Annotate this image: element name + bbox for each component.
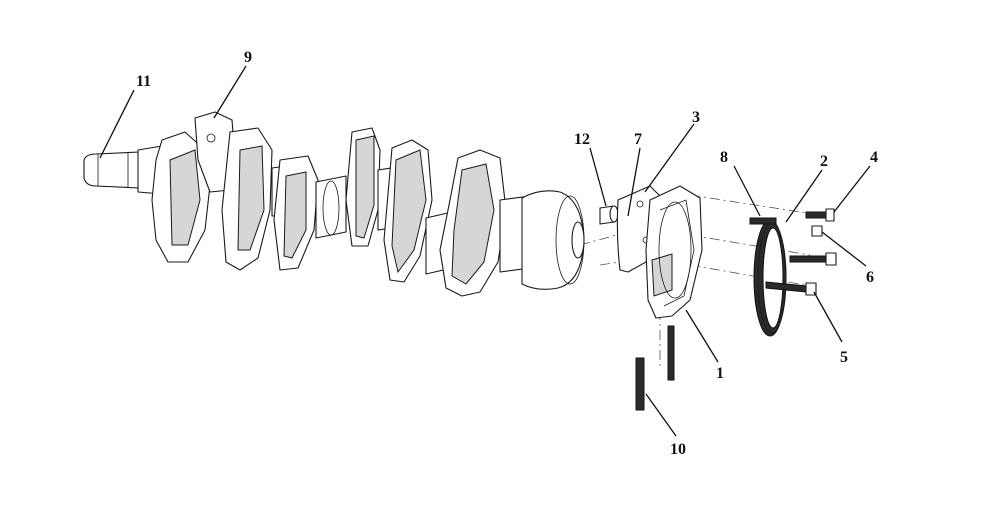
leader-lines bbox=[99, 65, 871, 437]
callout-10: 10 bbox=[670, 441, 686, 458]
callout-3: 3 bbox=[692, 109, 700, 126]
callout-1: 1 bbox=[716, 365, 724, 382]
callout-11: 11 bbox=[136, 73, 151, 90]
rear-oil-seal bbox=[753, 219, 787, 337]
long-bolt-lower bbox=[765, 281, 817, 296]
studs bbox=[635, 325, 675, 411]
crankshaft-nose bbox=[83, 151, 141, 189]
callout-5: 5 bbox=[840, 349, 848, 366]
callout-8: 8 bbox=[720, 149, 728, 166]
callout-labels: 11 9 12 7 3 8 2 4 6 5 1 10 bbox=[136, 49, 878, 458]
callout-2: 2 bbox=[820, 153, 828, 170]
long-bolt-upper bbox=[789, 252, 837, 266]
small-bolt bbox=[811, 225, 823, 237]
callout-12: 12 bbox=[574, 131, 590, 148]
callout-4: 4 bbox=[870, 149, 878, 166]
callout-6: 6 bbox=[866, 269, 874, 286]
seal-housing-bolt bbox=[749, 217, 777, 225]
pilot-bushing bbox=[599, 205, 619, 225]
callout-7: 7 bbox=[634, 131, 642, 148]
rear-seal-housing bbox=[645, 185, 703, 319]
bolt-short bbox=[805, 208, 835, 222]
crankshaft bbox=[83, 111, 585, 297]
callout-9: 9 bbox=[244, 49, 252, 66]
